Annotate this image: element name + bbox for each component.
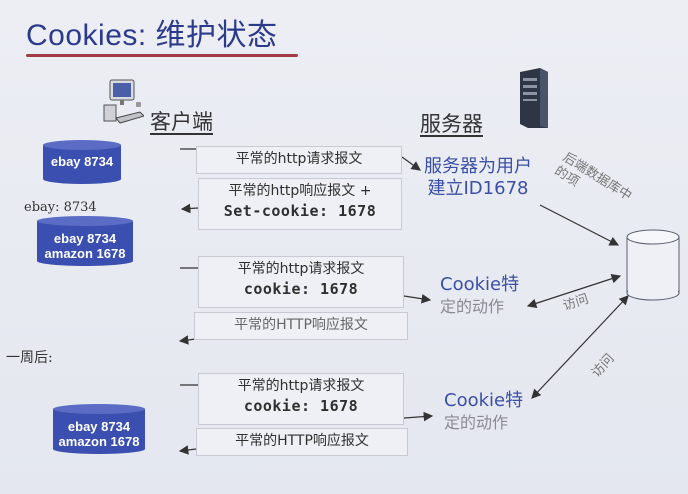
cookie-file-cylinder-3 (53, 404, 145, 454)
cookie-file-2-entries: ebay 8734 amazon 1678 (36, 231, 134, 261)
arrow-request-3 (180, 384, 432, 418)
message-response-3: 平常的HTTP响应报文 (196, 428, 408, 456)
message-response-set-cookie: 平常的http响应报文 + Set-cookie: 1678 (198, 178, 402, 230)
cookie-action-note-1: Cookie特 定的动作 (440, 274, 519, 318)
message-request-cookie-1: 平常的http请求报文 cookie: 1678 (198, 256, 404, 308)
title-underline (26, 54, 298, 57)
message-response-2: 平常的HTTP响应报文 (194, 312, 408, 340)
server-label: 服务器 (420, 112, 483, 136)
arrow-create-to-db (539, 204, 620, 246)
message-response-set-cookie-line2: Set-cookie: 1678 (223, 202, 377, 220)
message-request-cookie-2: 平常的http请求报文 cookie: 1678 (198, 373, 404, 425)
slide-title: Cookies: 维护状态 (26, 19, 278, 52)
server-icon (520, 68, 548, 128)
one-week-later-label: 一周后: (6, 350, 53, 366)
message-response-2-line1: 平常的HTTP响应报文 (234, 317, 368, 333)
server-create-id-note: 服务器为用户 建立ID1678 (424, 156, 532, 200)
cookie-action-2-line2: 定的动作 (444, 413, 509, 432)
arrow-request-2 (180, 267, 430, 300)
computer-icon (103, 79, 144, 124)
message-request-cookie-1-line1: 平常的http请求报文 (237, 261, 365, 277)
cookie-file-2-entry-amazon: amazon 1678 (44, 246, 126, 261)
cookie-file-3-entry-amazon: amazon 1678 (58, 434, 140, 449)
message-response-3-line1: 平常的HTTP响应报文 (235, 433, 369, 449)
backend-database-icon (626, 229, 680, 301)
arrow-request-1 (180, 148, 420, 170)
cookie-action-1-line1: Cookie特 (440, 274, 520, 295)
cookie-action-2-line1: Cookie特 (444, 390, 524, 411)
message-request-1: 平常的http请求报文 (196, 146, 402, 174)
message-response-set-cookie-line1: 平常的http响应报文 + (228, 183, 372, 199)
message-request-cookie-2-line1: 平常的http请求报文 (237, 378, 365, 394)
cookie-file-3-entry-ebay: ebay 8734 (67, 419, 131, 434)
client-label: 客户端 (150, 110, 213, 134)
server-create-id-line1: 服务器为用户 (424, 156, 532, 177)
cookie-file-1-entry: ebay 8734 (50, 154, 114, 169)
cookie-action-1-line2: 定的动作 (440, 297, 505, 316)
cookie-file-3-entries: ebay 8734 amazon 1678 (52, 419, 146, 449)
message-request-cookie-1-line2: cookie: 1678 (243, 280, 359, 298)
cookie-file-cylinder-2 (37, 216, 133, 266)
arrow-response-3 (178, 445, 197, 455)
cookie-action-note-2: Cookie特 定的动作 (444, 390, 523, 434)
message-request-1-line1: 平常的http请求报文 (235, 151, 363, 167)
cookie-file-cylinder-1 (43, 140, 121, 184)
arrow-response-1 (180, 203, 199, 214)
message-request-cookie-2-line2: cookie: 1678 (243, 397, 359, 415)
arrow-response-2 (178, 335, 197, 345)
cookie-file-2-entry-ebay: ebay 8734 (53, 231, 117, 246)
server-create-id-line2: 建立ID1678 (427, 178, 529, 199)
arrow-access-2 (531, 295, 629, 399)
cookie-file-1-note: ebay: 8734 (24, 200, 97, 215)
